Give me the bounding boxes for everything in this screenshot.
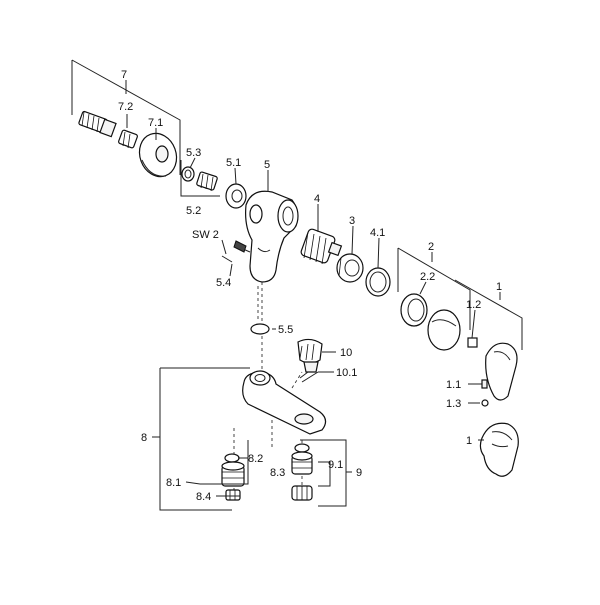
label-9: 9 xyxy=(356,467,362,479)
group-2-bracket xyxy=(397,247,471,330)
part-5-4-pin xyxy=(221,240,251,263)
part-10-1-pin xyxy=(299,371,319,383)
label-1-3: 1.3 xyxy=(446,398,461,410)
part-7-1-rosette xyxy=(138,132,178,178)
group-7-bracket xyxy=(71,59,181,175)
label-8-4: 8.4 xyxy=(196,491,211,503)
label-3: 3 xyxy=(349,215,355,227)
label-8-3: 8.3 xyxy=(270,467,285,479)
label-7-1: 7.1 xyxy=(148,117,163,129)
part-3-cap-nut xyxy=(336,253,364,283)
label-8: 8 xyxy=(141,432,147,444)
part-8-spout xyxy=(242,370,327,435)
part-10-diverter xyxy=(297,338,323,373)
bracket-5-2 xyxy=(180,160,220,197)
label-9-1: 9.1 xyxy=(328,459,343,471)
label-2-2: 2.2 xyxy=(420,271,435,283)
part-9-insert xyxy=(291,485,313,501)
part-5-2-nut xyxy=(196,171,218,192)
part-8-3-aerator xyxy=(221,461,245,487)
part-8-4-insert xyxy=(225,489,241,501)
part-labels: 7 7.2 7.1 5.3 5.2 5.1 5 4 3 4.1 SW 2 5.4… xyxy=(118,69,502,503)
label-8-2: 8.2 xyxy=(248,453,263,465)
label-1-2: 1.2 xyxy=(466,299,481,311)
label-8-1: 8.1 xyxy=(166,477,181,489)
part-8-2-ring xyxy=(224,453,240,463)
part-1-3-washer xyxy=(468,399,489,407)
label-4-1: 4.1 xyxy=(370,227,385,239)
part-2-2-cover-ring xyxy=(400,293,428,327)
label-1: 1 xyxy=(496,281,502,293)
part-5-3-ring xyxy=(181,166,195,182)
part-1-2-cap xyxy=(467,337,478,348)
part-5-mixer-body xyxy=(245,190,299,283)
label-sw2: SW 2 xyxy=(192,229,219,241)
label-5: 5 xyxy=(264,159,270,171)
label-10: 10 xyxy=(340,347,352,359)
part-2-cover xyxy=(427,309,461,351)
part-1-lever-handle-lower xyxy=(479,422,519,477)
label-1-lower: 1 xyxy=(466,435,472,447)
label-7-2: 7.2 xyxy=(118,101,133,113)
part-9-1-ring xyxy=(294,443,310,453)
part-5-5-o-ring xyxy=(250,323,270,335)
label-5-4: 5.4 xyxy=(216,277,231,289)
part-4-cartridge xyxy=(300,228,343,265)
bracket-8 xyxy=(159,368,232,511)
part-1-lever-handle xyxy=(485,342,518,401)
label-4: 4 xyxy=(314,193,320,205)
label-10-1: 10.1 xyxy=(336,367,357,379)
bracket-9 xyxy=(300,439,347,507)
label-5-2: 5.2 xyxy=(186,205,201,217)
part-4-1-ring xyxy=(365,267,391,297)
part-9-aerator xyxy=(291,451,313,475)
part-7-2-nut xyxy=(118,129,138,149)
bracket-9-1 xyxy=(318,461,331,487)
part-7-threaded-connector xyxy=(78,110,117,138)
leader-lines xyxy=(125,80,501,497)
part-5-1-nut xyxy=(225,183,247,209)
label-1-1: 1.1 xyxy=(446,379,461,391)
label-5-3: 5.3 xyxy=(186,147,201,159)
group-1-bracket xyxy=(454,279,523,350)
part-1-1-screw xyxy=(468,379,488,389)
label-5-5: 5.5 xyxy=(278,324,293,336)
label-7: 7 xyxy=(121,69,127,81)
label-2: 2 xyxy=(428,241,434,253)
bracket-8-1 xyxy=(200,440,249,485)
label-5-1: 5.1 xyxy=(226,157,241,169)
